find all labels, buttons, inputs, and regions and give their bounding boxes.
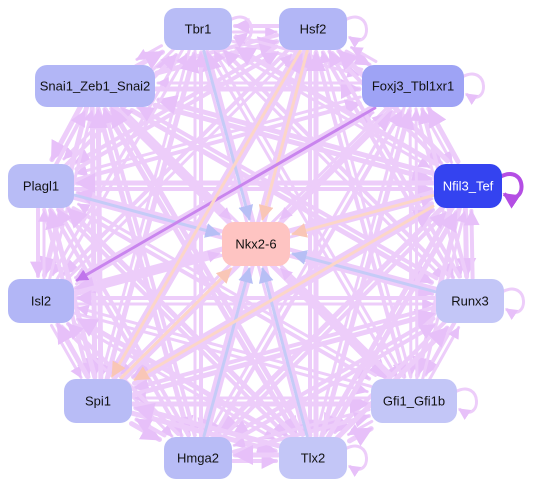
self-loops-layer [229,15,525,477]
node-box-isl2 [8,279,74,323]
node-label-snai1: Snai1_Zeb1_Snai2 [40,79,151,94]
node-tlx2[interactable]: Tlx2 [279,437,347,479]
edge-runx3-to-snai1 [136,105,439,281]
edge-foxj3-to-plagl1 [74,95,362,177]
edge-tlx2-to-nkx26 [258,267,309,438]
node-hsf2[interactable]: Hsf2 [279,8,347,50]
node-spi1[interactable]: Spi1 [64,379,132,423]
edge-plagl1-to-snai1 [54,109,87,167]
edge-tlx2-to-gfi1 [347,426,374,447]
node-label-hsf2: Hsf2 [300,22,327,37]
edge-snai1-to-nkx26 [115,106,232,221]
node-box-hsf2 [279,8,347,50]
node-label-runx3: Runx3 [451,294,489,309]
node-box-runx3 [436,279,504,323]
node-label-nfil3: Nfil3_Tef [443,179,494,194]
edge-gfi1-to-nkx26 [279,267,393,380]
node-label-plagl1: Plagl1 [23,179,59,194]
node-nkx26[interactable]: Nkx2-6 [222,222,290,266]
edge-spi1-to-nfil3 [132,207,435,386]
edge-tbr1-to-nkx26 [202,49,254,221]
edge-tlx2-to-isl2 [76,316,282,438]
node-box-nkx26 [222,222,290,266]
edge-gfi1-to-tbr1 [213,50,405,378]
edge-nfil3-to-snai1 [156,95,437,177]
node-box-tbr1 [164,8,232,50]
node-label-spi1: Spi1 [85,394,111,409]
self-loop-tbr1 [229,15,253,48]
node-runx3[interactable]: Runx3 [436,279,504,323]
edge-hsf2-to-nkx26 [258,49,309,221]
edge-highlight-hsf2-to-spi1 [110,49,302,378]
node-box-tlx2 [279,437,347,479]
edge-gfi1-to-isl2 [76,304,373,388]
self-loop-hsf2 [344,15,368,48]
edge-highlight-nfil3-to-spi1 [133,204,435,381]
node-tbr1[interactable]: Tbr1 [164,8,232,50]
edge-tlx2-to-snai1 [109,106,306,437]
edge-plagl1-to-nkx26 [73,193,221,238]
node-hmga2[interactable]: Hmga2 [164,437,232,479]
node-label-gfi1: Gfi1_Gfi1b [383,394,445,409]
node-nfil3[interactable]: Nfil3_Tef [434,164,502,208]
node-box-snai1 [35,65,155,107]
edge-hmga2-to-nkx26 [202,267,253,438]
edge-hmga2-to-plagl1 [56,207,190,437]
node-snai1[interactable]: Snai1_Zeb1_Snai2 [35,65,155,107]
edge-spi1-to-isl2 [55,322,90,379]
edge-gfi1-to-runx3 [428,326,461,381]
node-label-tbr1: Tbr1 [185,22,212,37]
node-plagl1[interactable]: Plagl1 [8,164,74,208]
node-box-plagl1 [8,164,74,208]
edge-isl2-to-spi1 [50,324,83,379]
self-loop-foxj3 [461,72,485,105]
self-loop-gfi1 [454,387,478,420]
node-label-foxj3: Foxj3_Tbl1xr1 [372,79,454,94]
node-label-tlx2: Tlx2 [301,451,326,466]
edge-foxj3-to-nkx26 [279,106,393,221]
node-isl2[interactable]: Isl2 [8,279,74,323]
self-loop-tlx2 [344,444,368,477]
edge-runx3-to-nkx26 [291,250,437,294]
edge-tlx2-to-plagl1 [65,206,296,437]
node-box-gfi1 [371,379,457,423]
node-box-nfil3 [434,164,502,208]
edge-highlight-foxj3-to-isl2 [75,106,377,282]
edge-gfi1-to-plagl1 [77,202,378,377]
edge-nfil3-to-nkx26 [291,194,435,238]
node-foxj3[interactable]: Foxj3_Tbl1xr1 [362,65,464,107]
node-label-nkx26: Nkx2-6 [235,237,276,252]
node-box-foxj3 [362,65,464,107]
node-label-isl2: Isl2 [31,294,51,309]
edge-tlx2-to-nfil3 [325,210,459,440]
self-loop-runx3 [501,287,525,320]
node-gfi1[interactable]: Gfi1_Gfi1b [371,379,457,423]
node-box-hmga2 [164,437,232,479]
node-label-hmga2: Hmga2 [177,451,219,466]
edge-spi1-to-nkx26 [119,267,233,380]
self-loop-nfil3 [499,172,524,209]
edge-runx3-to-nfil3 [463,208,480,280]
edge-snai1-to-tbr1 [133,49,165,70]
edge-isl2-to-nkx26 [73,250,221,294]
edge-nfil3-to-spi1 [131,201,434,380]
edges-layer [30,18,480,469]
node-box-spi1 [64,379,132,423]
edge-isl2-to-foxj3 [75,111,375,286]
edge-snai1-to-runx3 [129,108,434,285]
